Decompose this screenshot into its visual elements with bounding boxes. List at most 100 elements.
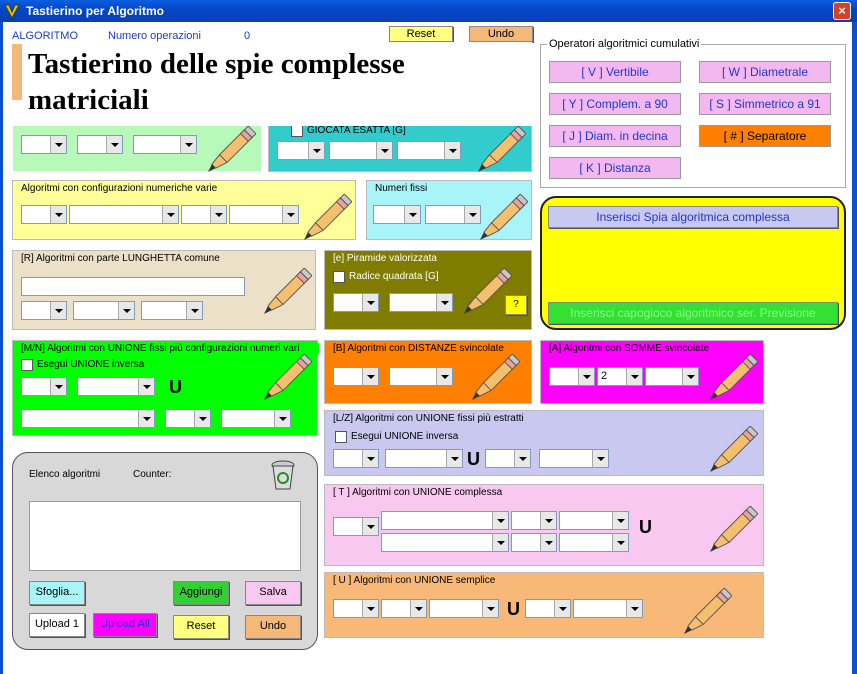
top-undo-button[interactable]: Undo [469, 26, 533, 42]
pencil-icon[interactable] [462, 268, 512, 314]
combo[interactable] [21, 301, 67, 320]
pencil-icon[interactable] [262, 354, 312, 400]
num-operazioni-label: Numero operazioni [108, 30, 201, 42]
lz-unione-checkbox[interactable] [335, 431, 347, 443]
elenco-list[interactable] [29, 501, 301, 571]
combo[interactable] [165, 409, 211, 428]
pencil-icon[interactable] [478, 194, 528, 240]
combo[interactable] [385, 449, 463, 468]
panel-distanze: [B] Algoritmi con DISTANZE svincolate [324, 340, 532, 404]
combo[interactable] [539, 449, 609, 468]
union-symbol: U [507, 599, 520, 619]
combo[interactable] [429, 599, 499, 618]
upload-1-button[interactable]: Upload 1 [29, 613, 85, 637]
somme-value-combo[interactable]: 2 [597, 367, 643, 386]
combo[interactable] [485, 449, 531, 468]
combo[interactable] [381, 511, 509, 530]
panel-mn: [M/N] Algoritmi con UNIONE fissi più con… [12, 340, 319, 436]
overlay-title-box: Tastierino delle spie complesse matricia… [12, 42, 532, 126]
combo[interactable] [389, 367, 453, 386]
combo[interactable] [77, 377, 155, 396]
combo[interactable] [573, 599, 643, 618]
combo[interactable] [373, 205, 421, 224]
operators-group: Operatori algoritmici cumulativi [ V ] V… [540, 38, 846, 188]
panel-label: [R] Algoritmi con parte LUNGHETTA comune [19, 253, 222, 264]
combo[interactable] [181, 205, 227, 224]
op-vertibile-button[interactable]: [ V ] Vertibile [549, 61, 681, 83]
pencil-icon[interactable] [470, 354, 520, 400]
operators-legend: Operatori algoritmici cumulativi [547, 38, 702, 50]
pencil-icon[interactable] [206, 126, 256, 172]
radice-checkbox[interactable] [333, 271, 345, 283]
combo[interactable] [229, 205, 299, 224]
combo[interactable] [333, 367, 379, 386]
op-diametrale-button[interactable]: [ W ] Diametrale [699, 61, 831, 83]
inserisci-spia-button[interactable]: Inserisci Spia algoritmica complessa [548, 206, 838, 228]
combo[interactable] [329, 141, 393, 160]
insert-panel: Inserisci Spia algoritmica complessa Ins… [540, 196, 846, 330]
op-simmetrico-button[interactable]: [ S ] Simmetrico a 91 [699, 93, 831, 115]
combo[interactable] [21, 377, 67, 396]
op-distanza-button[interactable]: [ K ] Distanza [549, 157, 681, 179]
combo[interactable] [133, 135, 197, 154]
combo[interactable] [221, 409, 291, 428]
close-button[interactable]: × [833, 2, 851, 20]
combo[interactable] [559, 533, 629, 552]
sfoglia-button[interactable]: Sfoglia... [29, 581, 85, 605]
op-separatore-button[interactable]: [ # ] Separatore [699, 125, 831, 147]
unione-inversa-checkbox[interactable] [21, 359, 33, 371]
elenco-reset-button[interactable]: Reset [173, 615, 229, 639]
panel-label: [B] Algoritmi con DISTANZE svincolate [331, 343, 506, 354]
elenco-undo-button[interactable]: Undo [245, 615, 301, 639]
help-button[interactable]: ? [505, 295, 527, 315]
combo[interactable] [77, 135, 123, 154]
combo[interactable] [397, 141, 461, 160]
combo[interactable] [333, 599, 379, 618]
panel-label: [M/N] Algoritmi con UNIONE fissi più con… [19, 343, 319, 354]
combo[interactable] [277, 141, 325, 160]
combo[interactable] [389, 293, 453, 312]
union-symbol: U [639, 517, 652, 537]
combo[interactable] [333, 293, 379, 312]
combo[interactable] [559, 511, 629, 530]
combo[interactable] [645, 367, 699, 386]
pencil-icon[interactable] [262, 268, 312, 314]
upload-all-button[interactable]: Upload All [93, 613, 157, 637]
combo[interactable] [511, 533, 557, 552]
giocata-checkbox[interactable] [291, 125, 303, 137]
combo[interactable] [525, 599, 571, 618]
combo[interactable] [381, 599, 427, 618]
num-operazioni-value: 0 [244, 30, 251, 42]
combo[interactable] [511, 511, 557, 530]
overlay-title: Tastierino delle spie complesse matricia… [28, 48, 405, 116]
op-diam-decina-button[interactable]: [ J ] Diam. in decina [549, 125, 681, 147]
combo[interactable] [73, 301, 135, 320]
combo[interactable] [141, 301, 203, 320]
inserisci-capogioco-button[interactable]: Inserisci capogioco algoritmico ser. Pre… [548, 302, 838, 324]
combo[interactable] [21, 409, 155, 428]
pencil-icon[interactable] [708, 426, 758, 472]
top-reset-button[interactable]: Reset [389, 26, 453, 42]
combo[interactable] [381, 533, 509, 552]
pencil-icon[interactable] [682, 588, 732, 634]
combo[interactable] [69, 205, 179, 224]
trash-icon[interactable] [269, 459, 297, 491]
combo[interactable] [21, 135, 67, 154]
combo[interactable] [425, 205, 481, 224]
pencil-icon[interactable] [302, 194, 352, 240]
op-complem-button[interactable]: [ Y ] Complem. a 90 [549, 93, 681, 115]
combo[interactable] [549, 367, 595, 386]
salva-button[interactable]: Salva [245, 581, 301, 605]
pencil-icon[interactable] [708, 354, 758, 400]
panel-label: [e] Piramide valorizzata [331, 253, 439, 264]
panel-label: [L/Z] Algoritmi con UNIONE fissi più est… [331, 413, 526, 424]
combo[interactable] [21, 205, 67, 224]
pencil-icon[interactable] [476, 126, 526, 172]
panel-label: Algoritmi con configurazioni numeriche v… [19, 183, 220, 194]
combo[interactable] [333, 449, 379, 468]
combo[interactable] [333, 517, 379, 536]
aggiungi-button[interactable]: Aggiungi [173, 581, 229, 605]
lunghetta-input[interactable] [21, 277, 245, 296]
giocata-label: GIOCATA ESATTA [G] [307, 125, 406, 136]
pencil-icon[interactable] [708, 506, 758, 552]
